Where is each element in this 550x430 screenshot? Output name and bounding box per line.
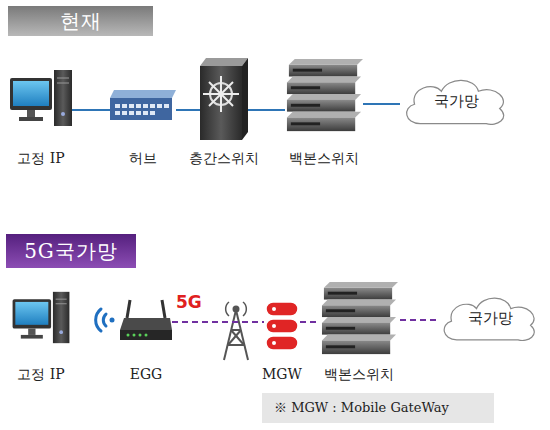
link-label: 5G: [176, 292, 202, 312]
pc-device: 고정 IP: [10, 290, 72, 356]
device-label: MGW: [262, 366, 302, 382]
pc-device: 고정 IP: [10, 68, 72, 140]
device-label: 고정 IP: [17, 150, 64, 168]
section-title: 현재: [60, 8, 102, 35]
floor-switch: 층간스위치: [200, 58, 248, 140]
note-box: ※ MGW : Mobile GateWay: [262, 393, 494, 423]
wired-link: [72, 109, 110, 111]
hub-device: 허브: [110, 90, 176, 120]
node-text: ※ MGW : Mobile GateWay: [274, 399, 449, 417]
section-title: 5G국가망: [24, 238, 118, 265]
device-label: 백본스위치: [324, 366, 394, 384]
device-label: EGG: [130, 366, 163, 382]
device-label: 허브: [129, 150, 157, 168]
wired-link: [248, 109, 285, 111]
5g-link: [400, 319, 438, 321]
egg-router: EGG: [120, 300, 172, 344]
section-tag: 현재: [8, 6, 153, 36]
section-tag: 5G국가망: [6, 234, 136, 268]
network-cloud: 국가망: [438, 292, 542, 344]
5g-link: [172, 321, 264, 323]
node-text: 국가망: [434, 92, 479, 111]
5g-link: [300, 321, 318, 323]
backbone-switch: 백본스위치: [285, 58, 363, 136]
network-cloud: 국가망: [400, 74, 512, 128]
device-label: 고정 IP: [17, 366, 64, 384]
wired-link: [363, 103, 400, 105]
mgw-device: MGW: [264, 300, 300, 352]
backbone-switch: 백본스위치: [318, 282, 400, 358]
node-text: 국가망: [468, 309, 513, 328]
wired-link: [176, 109, 200, 111]
device-label: 백본스위치: [289, 150, 359, 168]
device-label: 층간스위치: [189, 150, 259, 168]
